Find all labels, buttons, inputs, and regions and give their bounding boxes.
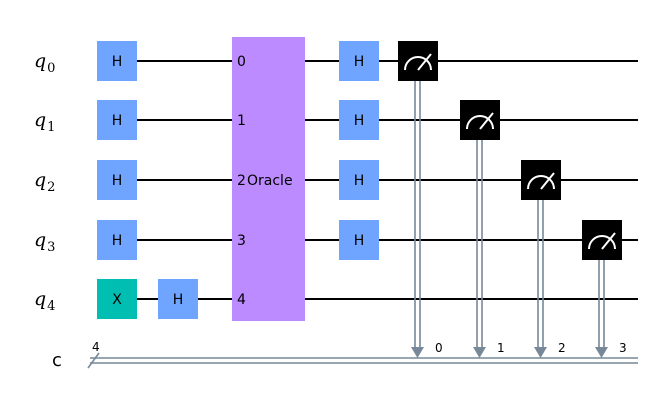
h-gate-q1: H [97, 100, 137, 140]
svg-text:H: H [173, 292, 184, 308]
meter-icon [527, 175, 555, 190]
x-gate-q4: X [97, 279, 137, 319]
classical-wire [90, 357, 638, 364]
oracle-port-0: 0 [237, 54, 246, 70]
oracle-port-4: 4 [237, 292, 246, 308]
label-q4: q4 [34, 288, 55, 314]
cbit-label-3: 3 [619, 341, 627, 355]
measure-q1: 1 [460, 100, 505, 358]
svg-text:X: X [112, 292, 122, 308]
h-gate-q2: H [97, 160, 137, 200]
svg-text:H: H [112, 113, 123, 129]
h-gate-q3: H [97, 220, 137, 260]
oracle-gate: 0 1 2 Oracle 3 4 [232, 37, 305, 321]
meter-icon [404, 56, 432, 71]
label-q1: q1 [34, 109, 55, 135]
h-gate-q1-post: H [339, 100, 379, 140]
register-labels: q0 q1 q2 q3 q4 c [34, 50, 62, 371]
svg-text:H: H [354, 54, 365, 70]
meter-icon [588, 235, 616, 250]
label-q2: q2 [34, 169, 55, 195]
label-q0: q0 [34, 50, 55, 76]
svg-text:H: H [354, 173, 365, 189]
h-gate-q4: H [158, 279, 198, 319]
svg-text:H: H [112, 173, 123, 189]
oracle-name: Oracle [247, 173, 293, 189]
svg-text:H: H [354, 233, 365, 249]
label-c: c [52, 350, 62, 371]
oracle-port-2: 2 [237, 173, 246, 189]
oracle-port-3: 3 [237, 233, 246, 249]
svg-text:H: H [112, 54, 123, 70]
oracle-port-1: 1 [237, 113, 246, 129]
measure-q2: 2 [521, 160, 566, 358]
measure-q3: 3 [582, 220, 627, 358]
classical-width-label: 4 [92, 340, 100, 354]
classical-bus-slash [87, 352, 100, 369]
measure-q0: 0 [398, 41, 443, 358]
h-gate-q3-post: H [339, 220, 379, 260]
h-gate-q2-post: H [339, 160, 379, 200]
label-q3: q3 [34, 229, 55, 255]
h-gate-q0: H [97, 41, 137, 81]
svg-text:H: H [112, 233, 123, 249]
h-gate-q0-post: H [339, 41, 379, 81]
cbit-label-0: 0 [435, 341, 443, 355]
cbit-label-2: 2 [558, 341, 566, 355]
svg-text:H: H [354, 113, 365, 129]
meter-icon [466, 115, 494, 130]
cbit-label-1: 1 [497, 341, 505, 355]
